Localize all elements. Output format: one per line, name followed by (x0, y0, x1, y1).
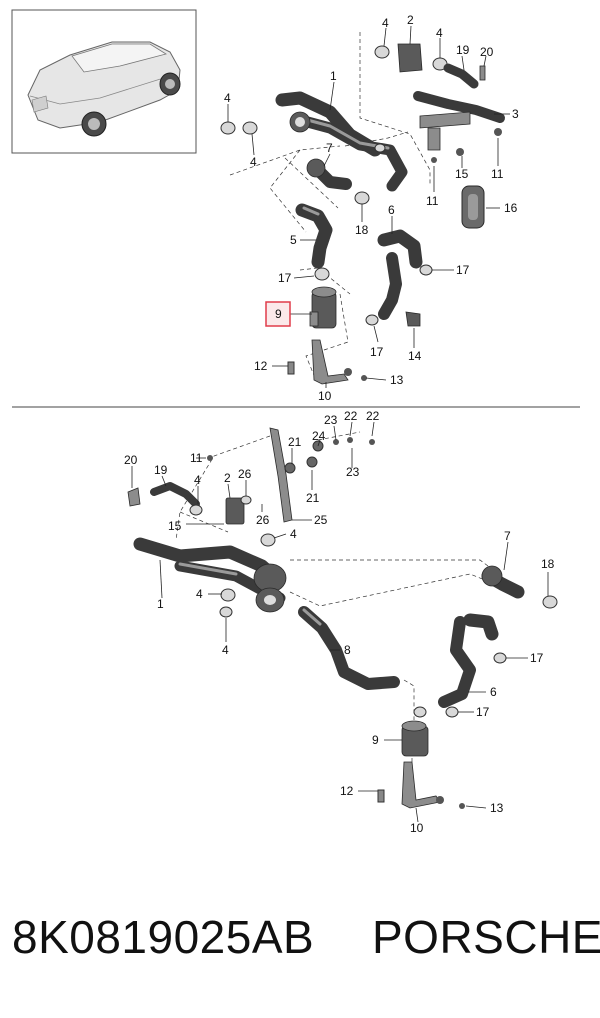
callout-19: 19 (154, 463, 168, 477)
callout-1: 1 (157, 597, 164, 611)
callout-11: 11 (426, 194, 439, 208)
callout-21: 21 (306, 491, 320, 505)
callout-19: 19 (456, 43, 470, 57)
callout-6: 6 (490, 685, 497, 699)
callout-23: 23 (346, 465, 360, 479)
callout-13: 13 (490, 801, 504, 815)
callout-6: 6 (388, 203, 395, 217)
callout-4: 4 (196, 587, 203, 601)
callout-2: 2 (224, 471, 231, 485)
callout-11: 11 (190, 451, 203, 465)
callout-8: 8 (344, 643, 351, 657)
callout-20: 20 (124, 453, 138, 467)
callout-22: 22 (366, 409, 380, 423)
footer: 8K0819025AB PORSCHE (0, 910, 600, 980)
callout-10: 10 (318, 389, 332, 403)
callout-25: 25 (314, 513, 328, 527)
brand-name: PORSCHE (372, 911, 600, 963)
callout-17: 17 (530, 651, 544, 665)
callout-1: 1 (330, 69, 337, 83)
callout-14: 14 (408, 349, 422, 363)
bottom-diagram: 23 22 22 11 21 24 20 19 2 26 23 21 4 15 … (124, 409, 558, 835)
callout-16: 16 (504, 201, 518, 215)
callout-22: 22 (344, 409, 358, 423)
callout-20: 20 (480, 45, 494, 59)
callout-17: 17 (278, 271, 292, 285)
callout-4: 4 (224, 91, 231, 105)
callout-9: 9 (275, 307, 282, 321)
callout-17: 17 (370, 345, 384, 359)
callout-7: 7 (326, 141, 333, 155)
callout-17: 17 (476, 705, 490, 719)
callout-26: 26 (256, 513, 270, 527)
callout-9: 9 (372, 733, 379, 747)
callout-12: 12 (340, 784, 354, 798)
callout-10: 10 (410, 821, 424, 835)
top-diagram: 4 2 4 19 20 1 4 3 4 7 5 11 15 11 18 16 6… (220, 13, 519, 403)
callout-4: 4 (250, 155, 257, 169)
callout-15: 15 (168, 519, 182, 533)
vehicle-thumbnail (11, 9, 197, 154)
highlight-box (265, 301, 291, 327)
callout-23: 23 (324, 413, 338, 427)
callout-5: 5 (290, 233, 297, 247)
callout-3: 3 (512, 107, 519, 121)
callout-18: 18 (355, 223, 369, 237)
callout-2: 2 (407, 13, 414, 27)
callout-15: 15 (455, 167, 469, 181)
callout-24: 24 (312, 429, 326, 443)
callout-26: 26 (238, 467, 252, 481)
part-number: 8K0819025AB (12, 911, 315, 963)
callout-12: 12 (254, 359, 268, 373)
callout-4: 4 (222, 643, 229, 657)
callout-4: 4 (290, 527, 297, 541)
callout-21: 21 (288, 435, 302, 449)
callout-18: 18 (541, 557, 555, 571)
callout-13: 13 (390, 373, 404, 387)
callout-4: 4 (436, 26, 443, 40)
callout-4: 4 (382, 16, 389, 30)
callout-4: 4 (194, 473, 201, 487)
callout-17: 17 (456, 263, 470, 277)
callout-7: 7 (504, 529, 511, 543)
callout-11: 11 (491, 167, 504, 181)
